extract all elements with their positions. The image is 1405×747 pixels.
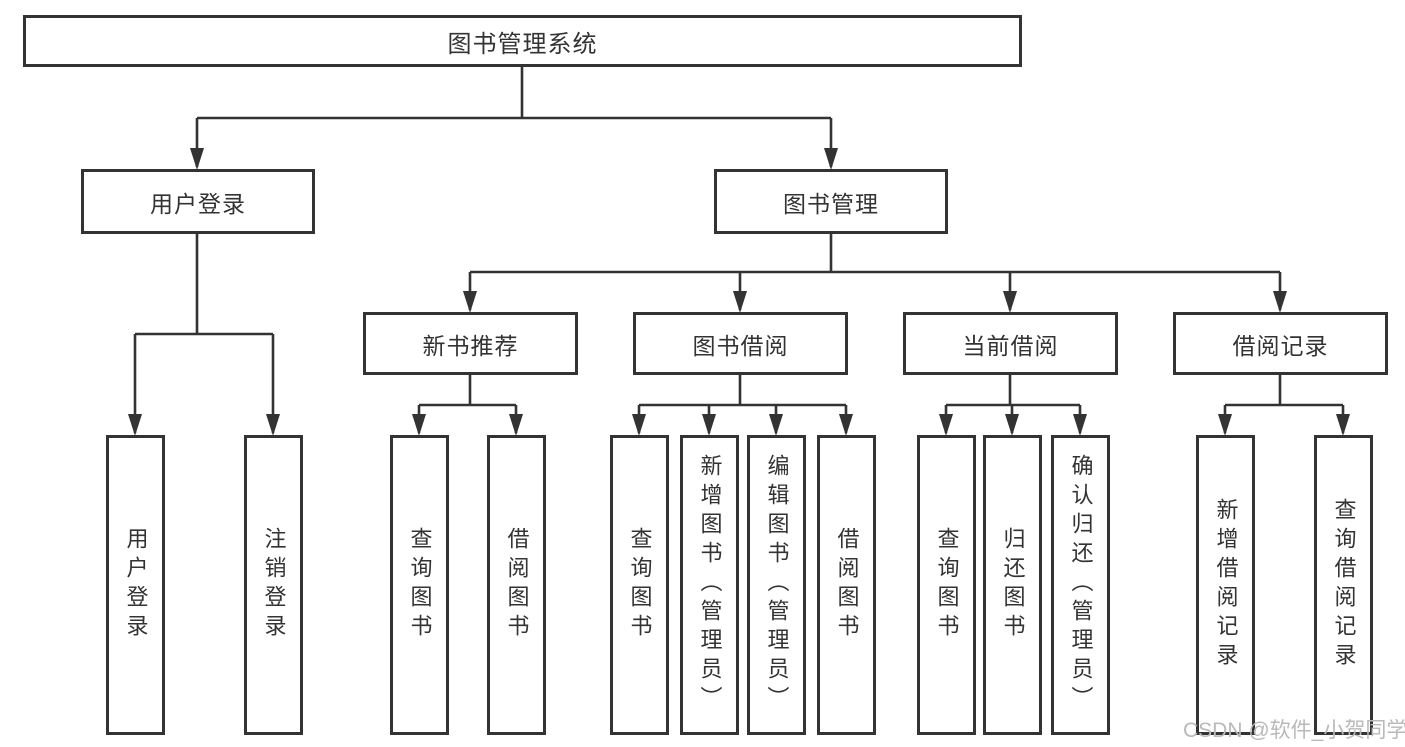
leaf-add-books-admin: 新增图书（管理员） bbox=[680, 435, 739, 735]
node-label: 图书借阅 bbox=[692, 332, 789, 359]
leaf-label: 查询借阅记录 bbox=[1331, 497, 1357, 673]
node-label: 图书管理系统 bbox=[447, 30, 598, 58]
watermark: CSDN @软件_小贺同学 bbox=[1183, 719, 1405, 742]
arrowheads bbox=[128, 148, 1350, 436]
node-root-library-system: 图书管理系统 bbox=[23, 15, 1022, 67]
leaf-query-books-recommend: 查询图书 bbox=[390, 435, 449, 735]
node-new-book-recommend: 新书推荐 bbox=[363, 312, 578, 375]
node-label: 图书管理 bbox=[783, 190, 879, 217]
node-label: 新书推荐 bbox=[422, 332, 519, 359]
leaf-label: 新增图书（管理员） bbox=[697, 454, 723, 716]
node-current-borrow: 当前借阅 bbox=[903, 312, 1118, 375]
leaf-label: 查询图书 bbox=[934, 526, 960, 644]
node-borrow-records: 借阅记录 bbox=[1173, 312, 1388, 375]
leaf-query-books-borrow: 查询图书 bbox=[610, 435, 669, 735]
leaf-label: 查询图书 bbox=[407, 526, 433, 644]
leaf-user-login: 用户登录 bbox=[106, 435, 165, 735]
leaf-label: 编辑图书（管理员） bbox=[764, 454, 790, 716]
leaf-return-books: 归还图书 bbox=[983, 435, 1042, 735]
leaf-confirm-return-admin: 确认归还（管理员） bbox=[1051, 435, 1110, 735]
connector-paths bbox=[133, 66, 1345, 433]
leaf-label: 借阅图书 bbox=[834, 526, 860, 644]
leaf-query-books-current: 查询图书 bbox=[917, 435, 976, 735]
leaf-add-borrow-record: 新增借阅记录 bbox=[1196, 435, 1255, 735]
node-book-management: 图书管理 bbox=[714, 169, 948, 234]
leaf-label: 新增借阅记录 bbox=[1213, 497, 1239, 673]
node-label: 当前借阅 bbox=[962, 332, 1059, 359]
leaf-label: 注销登录 bbox=[261, 526, 287, 644]
leaf-label: 确认归还（管理员） bbox=[1068, 454, 1094, 716]
leaf-label: 查询图书 bbox=[627, 526, 653, 644]
leaf-label: 用户登录 bbox=[123, 526, 149, 644]
node-label: 用户登录 bbox=[150, 190, 246, 217]
leaf-logout: 注销登录 bbox=[244, 435, 303, 735]
leaf-label: 借阅图书 bbox=[504, 526, 530, 644]
leaf-label: 归还图书 bbox=[1000, 526, 1026, 644]
leaf-query-borrow-record: 查询借阅记录 bbox=[1314, 435, 1373, 735]
leaf-borrow-books-recommend: 借阅图书 bbox=[487, 435, 546, 735]
node-book-borrow: 图书借阅 bbox=[633, 312, 848, 375]
leaf-borrow-books: 借阅图书 bbox=[817, 435, 876, 735]
node-user-login: 用户登录 bbox=[81, 169, 315, 234]
node-label: 借阅记录 bbox=[1232, 332, 1329, 359]
leaf-edit-books-admin: 编辑图书（管理员） bbox=[747, 435, 806, 735]
